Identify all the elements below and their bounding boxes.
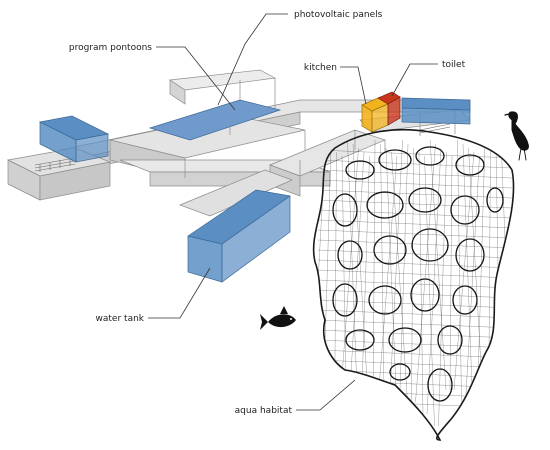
mesh-strand [317,169,513,179]
label-water-tank: water tank [96,314,145,324]
mesh-strand [317,219,513,229]
mesh-strand [317,259,513,269]
mesh-strand [317,389,513,399]
mesh-strand [317,149,513,159]
mesh-strand [465,155,480,403]
habitat-opening [366,191,404,219]
label-leaders [148,13,438,411]
habitat-mesh [313,139,513,427]
habitat-opening [486,187,504,213]
mesh-strand [317,349,513,359]
habitat-opening [332,283,358,317]
habitat-opening [408,187,442,213]
mesh-strand [415,143,436,403]
photovoltaic-panels [148,99,282,141]
habitat-opening [410,278,440,312]
annotation-labels: photovoltaic panels program pontoons kit… [69,10,466,416]
mesh-strand [317,239,513,249]
fish-icon [260,306,296,330]
upper-pontoon-top [169,69,277,91]
mesh-strand [438,151,447,427]
habitat-opening [373,235,407,265]
mesh-strand [424,155,435,427]
mesh-strand [495,147,501,391]
mesh-strand [341,155,347,391]
label-photovoltaic-panels: photovoltaic panels [294,10,383,20]
heron-icon [504,111,529,161]
mesh-strand [317,179,513,189]
mesh-strand [361,155,370,403]
label-kitchen: kitchen [304,63,337,73]
habitat-opening [378,149,412,171]
mesh-strand [426,147,442,415]
mesh-strand [317,299,513,309]
pontoon-structure [6,69,471,217]
label-program-pontoons: program pontoons [69,43,152,53]
program-volumes [38,91,471,283]
water-tank-front [187,235,223,283]
habitat-opening [455,238,485,272]
mesh-strand [380,143,385,427]
mesh-strand [347,139,358,403]
mesh-strand [457,139,462,403]
mesh-strand [376,155,398,415]
label-aqua-habitat: aqua habitat [235,406,293,416]
mesh-strand [388,139,403,427]
habitat-opening [411,228,449,262]
mesh-strand [488,143,491,427]
habitat-opening [452,285,478,315]
habitat-opening [345,160,375,180]
mesh-strand [317,269,513,279]
toilet-volume-side [387,96,401,126]
mesh-strand [317,209,513,219]
habitat-opening [337,240,363,270]
mesh-strand [349,151,365,391]
mesh-strand [411,147,414,403]
mesh-strand [372,139,376,415]
mesh-strand [317,319,513,329]
mesh-strand [322,147,332,415]
mesh-strand [385,147,397,391]
mesh-strand [317,339,513,349]
mesh-strand [476,139,486,415]
mesh-strand [317,289,513,299]
habitat-outline [312,128,515,441]
mesh-strand [418,151,424,415]
left-arm-side [39,161,111,201]
mesh-strand [317,159,513,169]
mesh-strand [399,143,409,391]
mesh-strand [453,151,475,391]
label-toilet: toilet [442,60,466,70]
mesh-strand [449,155,453,391]
upper-pontoon-side [169,79,186,105]
left-blue-box-side [75,133,109,163]
habitat-opening [388,327,422,353]
mesh-strand [317,199,513,209]
mesh-strand [317,369,513,379]
stair-detail [34,123,451,172]
mesh-strand [317,359,513,369]
aqua-habitat [312,128,515,441]
mesh-strand [317,309,513,319]
habitat-opening [437,325,463,355]
lower-arm-top [179,169,293,217]
mesh-strand [501,151,512,403]
mesh-strand [317,279,513,289]
right-blue-box-front [401,107,471,125]
habitat-opening [415,146,445,166]
mesh-strand [317,229,513,239]
mesh-strand [462,143,474,415]
habitat-opening [389,363,411,381]
mesh-strand [317,329,513,339]
mesh-strand [317,189,513,199]
mesh-strand [317,249,513,259]
water-tank-side [221,195,291,283]
habitat-opening [345,329,375,351]
